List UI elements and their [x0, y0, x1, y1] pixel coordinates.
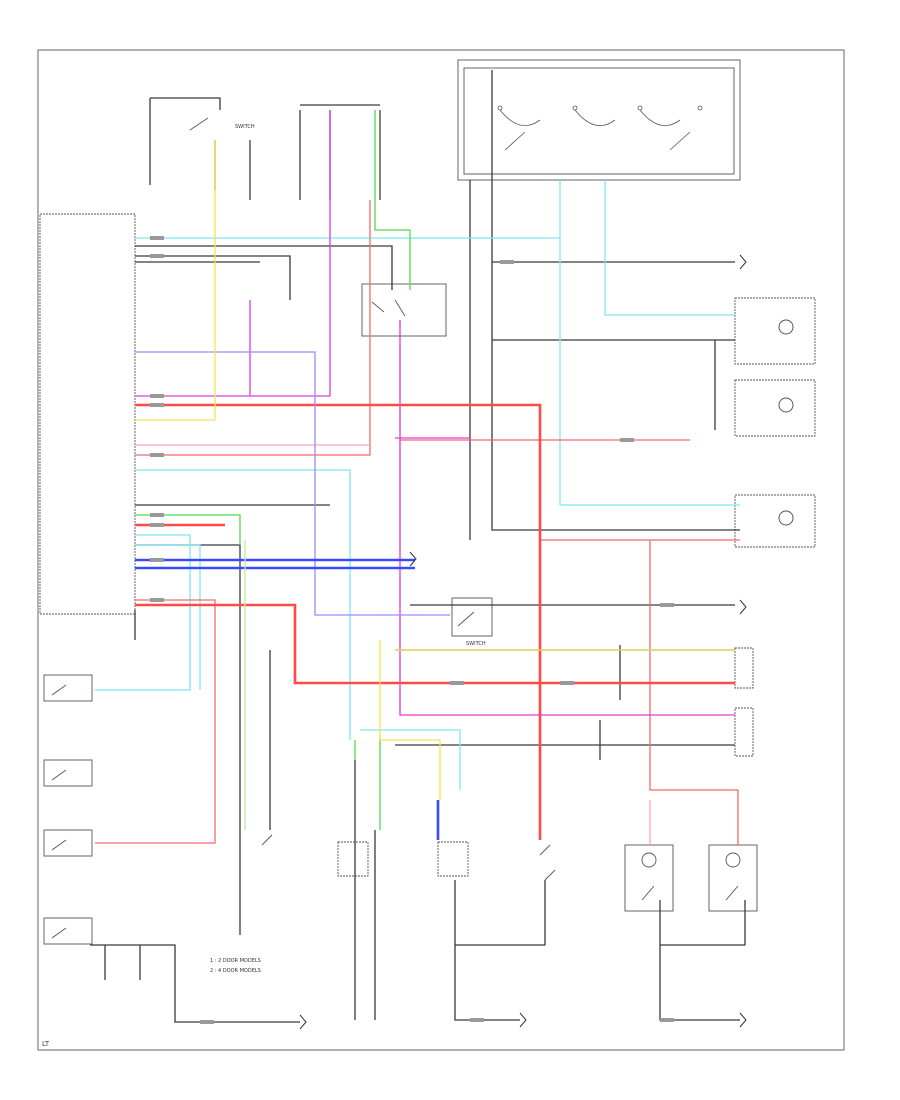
- right-component-1: [734, 297, 816, 365]
- lamp-housing-switches: [497, 105, 703, 151]
- left-door-switches: [43, 674, 93, 945]
- bottom-left-code: LT: [42, 1040, 50, 1048]
- black-wires: [90, 70, 746, 1023]
- blue-wires: [135, 351, 450, 840]
- cyan-wires: [95, 180, 740, 790]
- switch-label-1: SWITCH: [235, 124, 255, 130]
- ground-symbols: [299, 254, 747, 1030]
- body-control-module: [39, 213, 136, 615]
- right-component-2: [734, 379, 816, 437]
- red-wires: [95, 200, 740, 845]
- legend-entry-2: 2 : 4 DOOR MODELS: [210, 968, 261, 974]
- right-component-4: [734, 647, 754, 689]
- wire-label-marks: [150, 236, 674, 1024]
- top-left-switch: [149, 98, 209, 158]
- lamp-housing-inner: [463, 67, 735, 175]
- switch-label-2: SWITCH: [466, 641, 486, 647]
- yellow-wires: [135, 140, 735, 800]
- middle-switch: [451, 597, 493, 637]
- pink-wires: [135, 444, 651, 845]
- bottom-switches: [261, 834, 758, 912]
- green-wires: [135, 110, 411, 830]
- magenta-wires: [135, 110, 735, 716]
- relay-box: [361, 283, 447, 337]
- diagram-frame: [37, 49, 845, 1051]
- lamp-housing-outer: [457, 59, 741, 181]
- right-component-3: [734, 494, 816, 548]
- legend-entry-1: 1 : 2 DOOR MODELS: [210, 958, 261, 964]
- right-component-5: [734, 707, 754, 757]
